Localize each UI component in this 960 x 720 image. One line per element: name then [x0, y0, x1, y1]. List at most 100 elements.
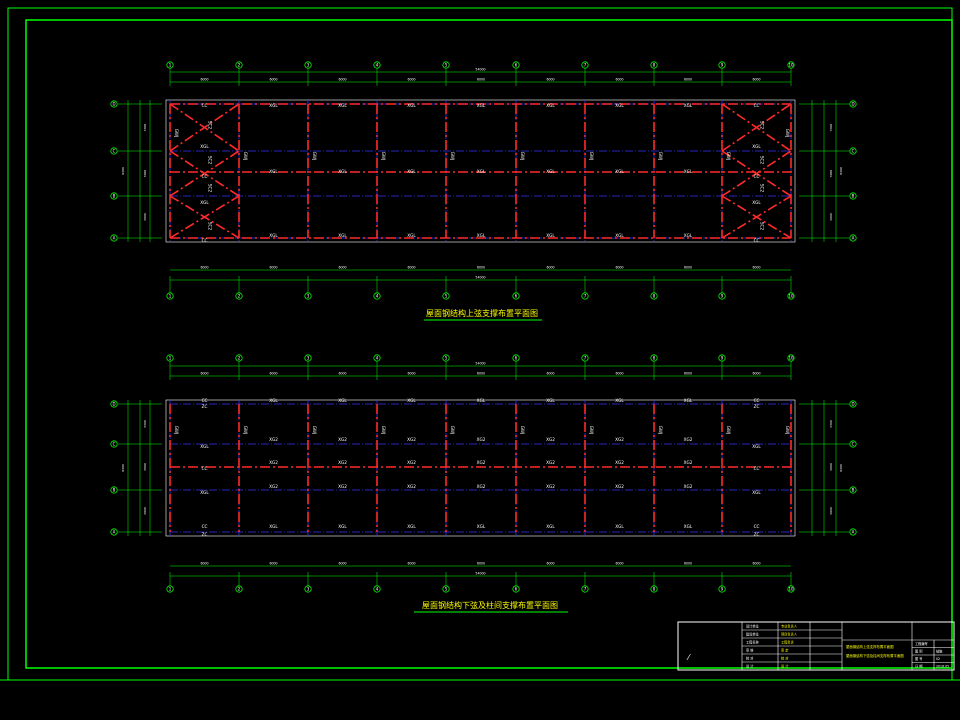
member-label: XGL: [752, 200, 761, 205]
side-dimension-text: 3000: [829, 507, 833, 515]
dimension-text: 6000: [338, 562, 346, 566]
side-dimension-text: 3000: [143, 170, 147, 178]
row-label-right: B: [852, 488, 855, 493]
dimension-text: 6000: [338, 78, 346, 82]
axis-label-bottom: 6: [515, 294, 518, 299]
plan-bottom-title: 屋面钢结构下弦及柱间支撑布置平面图: [422, 600, 558, 610]
member-label: XG2: [269, 460, 278, 465]
dimension-text: 6000: [477, 372, 485, 376]
member-label: XG2: [407, 484, 416, 489]
brace-line: [721, 150, 792, 197]
axis-bubble-top: [718, 354, 726, 362]
title-block-left-label: 设 计: [746, 664, 754, 669]
side-dimension-text: 3000: [143, 213, 147, 221]
member-label: GWJ: [174, 129, 179, 138]
member-label: XGL: [338, 524, 347, 529]
member-label: XGL: [477, 169, 486, 174]
axis-label-bottom: 7: [584, 294, 587, 299]
dimension-total: 54000: [475, 572, 485, 576]
member-label: XG2: [407, 460, 416, 465]
row-bubble-left: [110, 486, 118, 494]
member-label: XGL: [200, 444, 209, 449]
row-bubble-right: [849, 486, 857, 494]
member-label: GWJ: [726, 152, 731, 161]
dimension-text: 6000: [407, 562, 415, 566]
member-label: CC: [754, 103, 760, 108]
member-label: XGL: [269, 524, 278, 529]
member-label: XGL: [546, 524, 555, 529]
plan-outline: [165, 99, 796, 243]
title-block-left-label: 设计单位: [746, 624, 760, 629]
member-label: ZC: [202, 404, 208, 409]
member-label: GWJ: [312, 152, 317, 161]
axis-label-bottom: 4: [376, 587, 379, 592]
member-label: GWJ: [520, 426, 525, 435]
title-block-mid-label: 专业负责人: [781, 624, 798, 629]
brace-line: [169, 150, 240, 197]
axis-label-bottom: 10: [788, 294, 794, 299]
axis-label-bottom: 4: [376, 294, 379, 299]
axis-label-bottom: 8: [653, 294, 656, 299]
member-label: GWJ: [450, 426, 455, 435]
member-label: CC: [202, 103, 208, 108]
member-label: CC: [202, 174, 208, 179]
title-block-project-title: 屋面钢结构上弦支撑布置平面图: [846, 644, 894, 649]
brace-line: [721, 195, 792, 239]
member-label: XGL: [269, 169, 278, 174]
axis-bubble-top: [304, 354, 312, 362]
member-label: XGL: [407, 398, 416, 403]
member-label: XG2: [684, 484, 693, 489]
member-label: XGL: [269, 233, 278, 238]
side-dimension-text: 3000: [829, 213, 833, 221]
inner-frame: [25, 19, 953, 669]
title-block-mid-label: 项目负责人: [781, 632, 798, 637]
dimension-text: 6000: [407, 266, 415, 270]
axis-label-bottom: 5: [445, 294, 448, 299]
member-label: XGL: [546, 398, 555, 403]
side-dimension-text: 3000: [829, 170, 833, 178]
member-label: XGL: [546, 233, 555, 238]
member-label: XGL: [615, 233, 624, 238]
axis-bubble-top: [650, 354, 658, 362]
dimension-total: 54000: [475, 362, 485, 366]
axis-label-top: 1: [169, 63, 172, 68]
member-label: GWJ: [589, 426, 594, 435]
dimension-text: 6000: [477, 78, 485, 82]
title-block-right-label: 图 号: [915, 656, 922, 661]
member-label: XGL: [752, 444, 761, 449]
member-label: XGL: [338, 233, 347, 238]
dimension-text: 6000: [269, 372, 277, 376]
axis-label-top: 2: [238, 63, 241, 68]
axis-label-top: 3: [307, 63, 310, 68]
member-label: XGL: [200, 490, 209, 495]
dimension-text: 6000: [407, 372, 415, 376]
axis-label-bottom: 10: [788, 587, 794, 592]
title-block-mid-label: 设 计: [781, 664, 789, 669]
dimension-text: 6000: [477, 562, 485, 566]
axis-label-top: 4: [376, 63, 379, 68]
member-label: XG2: [477, 437, 486, 442]
row-label-right: D: [851, 102, 854, 107]
member-label: GWJ: [381, 426, 386, 435]
member-label: XGL: [338, 169, 347, 174]
dimension-text: 6000: [684, 562, 692, 566]
axis-bubble-top: [373, 354, 381, 362]
member-label: XG2: [407, 437, 416, 442]
member-label: XGL: [546, 169, 555, 174]
row-label-left: D: [112, 402, 115, 407]
dimension-text: 6000: [338, 372, 346, 376]
member-label: GWJ: [381, 152, 386, 161]
member-label: CC: [754, 238, 760, 243]
plan-top: 1122334455667788991010600060006000600060…: [110, 61, 857, 300]
row-bubble-right: [849, 400, 857, 408]
brace-line: [721, 103, 792, 152]
row-label-right: D: [851, 402, 854, 407]
title-block-left-label: 建设单位: [746, 632, 760, 637]
dimension-text: 6000: [684, 372, 692, 376]
member-label: GWJ: [658, 426, 663, 435]
row-label-left: C: [113, 442, 116, 447]
member-label: GWJ: [589, 152, 594, 161]
plan-top-title: 屋面钢结构上弦支撑布置平面图: [426, 308, 538, 318]
axis-label-top: 7: [584, 356, 587, 361]
member-label: XGL: [477, 398, 486, 403]
